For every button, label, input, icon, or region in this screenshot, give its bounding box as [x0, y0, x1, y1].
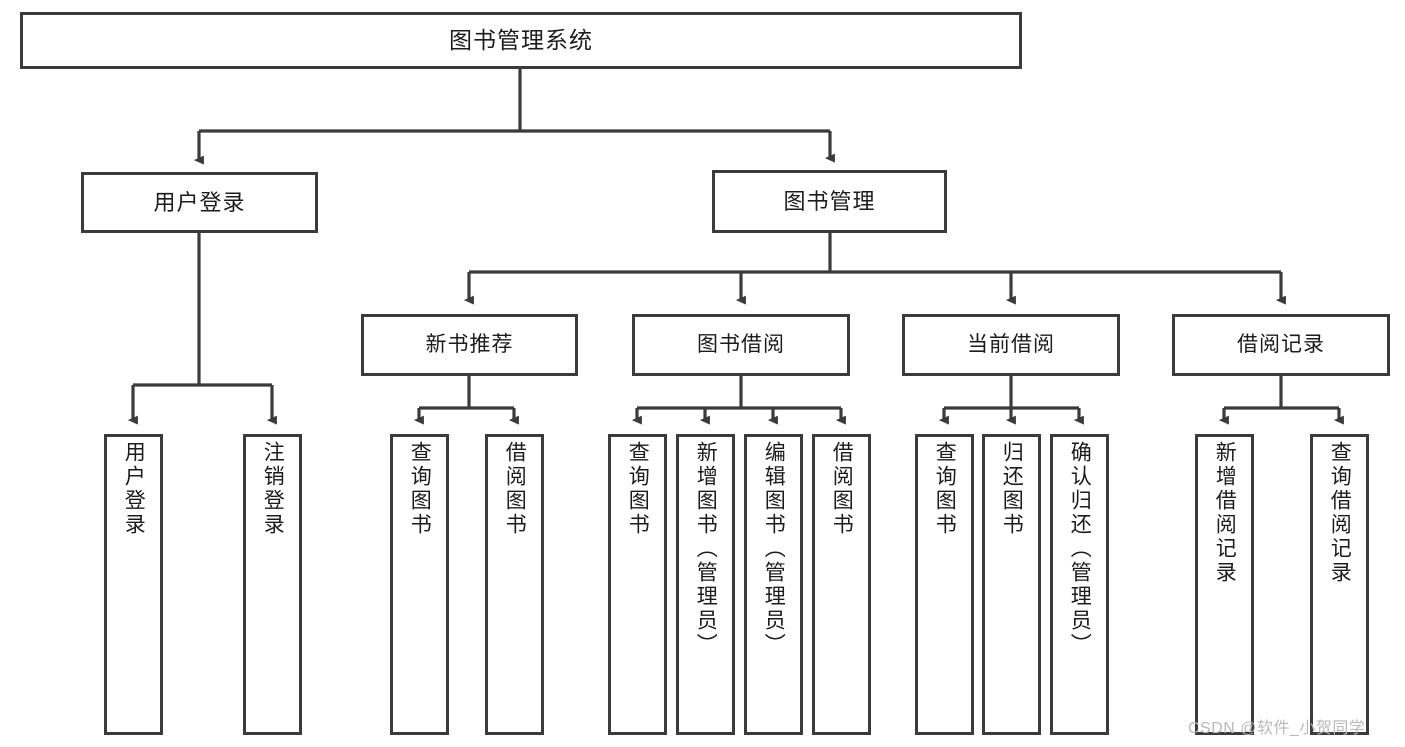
leaf-user-login[interactable]: 用户登录	[104, 434, 163, 735]
node-book-borrow[interactable]: 图书借阅	[632, 314, 850, 376]
leaf-return-book[interactable]: 归还图书	[982, 434, 1041, 735]
leaf-user-login-label: 用户登录	[122, 441, 146, 537]
leaf-borrow-book-2[interactable]: 借阅图书	[812, 434, 871, 735]
node-new-book-recommend[interactable]: 新书推荐	[361, 314, 578, 376]
leaf-query-book-1[interactable]: 查询图书	[390, 434, 449, 735]
node-book-borrow-label: 图书借阅	[697, 332, 785, 356]
leaf-borrow-book-2-label: 借阅图书	[830, 441, 854, 537]
csdn-watermark: CSDN @软件_小贺同学	[1188, 720, 1366, 737]
leaf-add-borrow-record-label: 新增借阅记录	[1213, 441, 1237, 585]
leaf-confirm-return-label: 确认归还（管理员）	[1068, 441, 1092, 657]
leaf-edit-book-label: 编辑图书（管理员）	[762, 441, 786, 657]
leaf-add-book[interactable]: 新增图书（管理员）	[676, 434, 735, 735]
node-user-login-label: 用户登录	[153, 189, 246, 215]
node-book-management[interactable]: 图书管理	[712, 170, 947, 233]
node-current-borrow[interactable]: 当前借阅	[902, 314, 1120, 376]
node-root[interactable]: 图书管理系统	[20, 12, 1022, 69]
leaf-add-borrow-record[interactable]: 新增借阅记录	[1195, 434, 1254, 735]
leaf-borrow-book-1[interactable]: 借阅图书	[485, 434, 544, 735]
leaf-query-borrow-record-label: 查询借阅记录	[1328, 441, 1352, 585]
leaf-add-book-label: 新增图书（管理员）	[694, 441, 718, 657]
leaf-query-book-3[interactable]: 查询图书	[915, 434, 974, 735]
leaf-query-book-1-label: 查询图书	[408, 441, 432, 537]
leaf-query-book-2-label: 查询图书	[626, 441, 650, 537]
leaf-user-logout[interactable]: 注销登录	[243, 434, 302, 735]
node-borrow-record-label: 借阅记录	[1237, 332, 1325, 356]
node-book-management-label: 图书管理	[783, 188, 876, 214]
leaf-return-book-label: 归还图书	[1000, 441, 1024, 537]
node-root-label: 图书管理系统	[449, 26, 593, 53]
leaf-edit-book[interactable]: 编辑图书（管理员）	[744, 434, 803, 735]
node-borrow-record[interactable]: 借阅记录	[1172, 314, 1390, 376]
node-new-book-recommend-label: 新书推荐	[425, 332, 514, 356]
node-current-borrow-label: 当前借阅	[967, 332, 1055, 356]
leaf-confirm-return[interactable]: 确认归还（管理员）	[1050, 434, 1109, 735]
node-user-login[interactable]: 用户登录	[81, 172, 318, 233]
leaf-query-book-2[interactable]: 查询图书	[608, 434, 667, 735]
leaf-query-borrow-record[interactable]: 查询借阅记录	[1310, 434, 1369, 735]
leaf-borrow-book-1-label: 借阅图书	[503, 441, 527, 537]
leaf-user-logout-label: 注销登录	[261, 441, 285, 537]
leaf-query-book-3-label: 查询图书	[933, 441, 957, 537]
